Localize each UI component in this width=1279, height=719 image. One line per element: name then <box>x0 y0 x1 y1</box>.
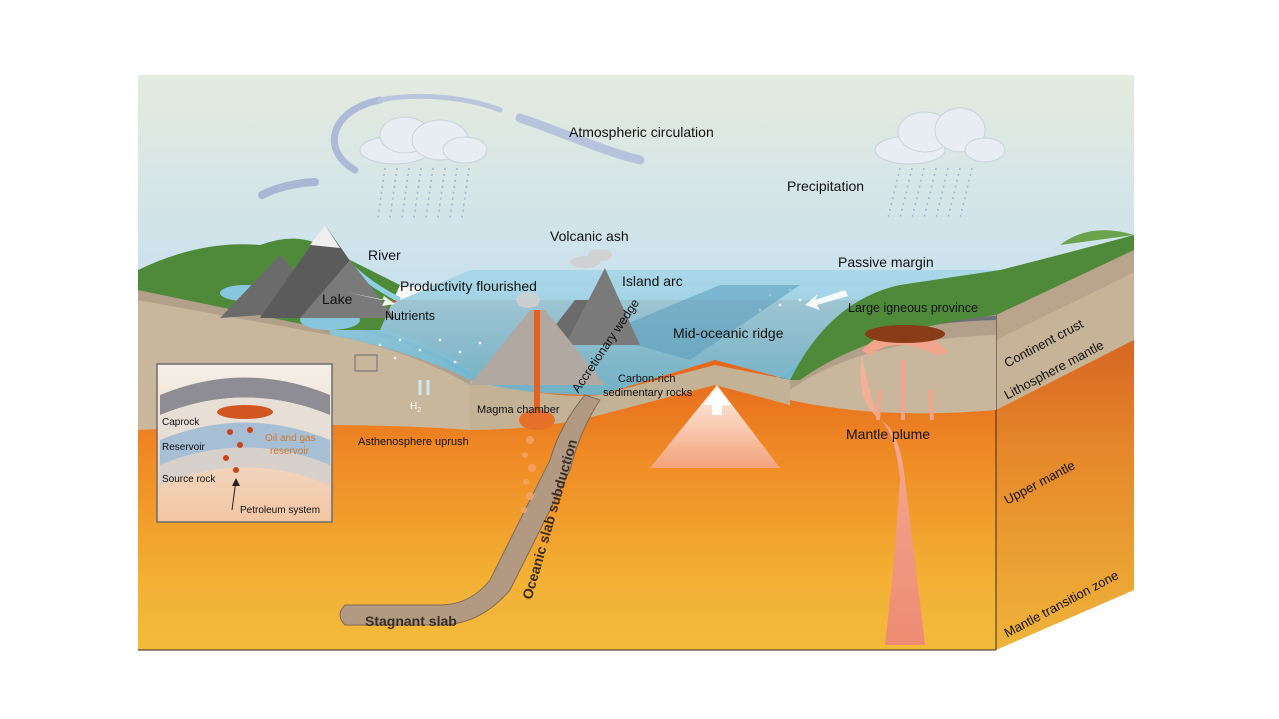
ocean-floor-plate <box>600 285 800 360</box>
label-nutrients: Nutrients <box>385 309 436 323</box>
inset-label-reservoir: Reservoir <box>162 442 205 453</box>
side-litho <box>996 272 1134 410</box>
label-river: River <box>368 247 401 263</box>
label-mid-oceanic-ridge: Mid-oceanic ridge <box>673 325 784 341</box>
cloud-left-icon <box>359 116 488 165</box>
label-sedimentary-rocks: sedimentary rocks <box>603 387 693 399</box>
migration-arrows <box>223 427 253 473</box>
cloud-right-icon <box>874 107 1006 165</box>
inset-label-source-rock: Source rock <box>162 474 216 485</box>
ridge-upwelling-arrow <box>650 385 780 468</box>
mountains <box>220 225 395 318</box>
volcanic-ash-plumes <box>516 249 612 308</box>
label-h2: H2 <box>410 401 422 415</box>
inset-label-petroleum-system: Petroleum system <box>240 505 321 516</box>
rain-right-icon <box>887 167 973 219</box>
label-magma-chamber: Magma chamber <box>477 404 560 416</box>
label-volcanic-ash: Volcanic ash <box>550 228 629 244</box>
mantle-plume <box>860 355 925 645</box>
inset-label-caprock: Caprock <box>162 417 200 428</box>
plume-branches <box>876 360 934 421</box>
label-asthenosphere-uprush: Asthenosphere uprush <box>358 436 469 448</box>
oil-gas-trap <box>217 405 273 419</box>
label-lake: Lake <box>322 291 353 307</box>
label-stagnant-slab: Stagnant slab <box>365 613 457 629</box>
magma-chamber <box>519 410 555 430</box>
subducting-slab <box>339 394 601 626</box>
rain-left-icon <box>377 167 470 219</box>
melt-droplets <box>521 436 536 513</box>
mantle-transition-band <box>138 588 996 650</box>
atmospheric-circulation-arrows <box>258 93 645 199</box>
passive-margin-arrow <box>805 290 848 310</box>
h2-arrows <box>418 380 430 395</box>
large-igneous-province <box>865 325 945 343</box>
label-atmospheric-circulation: Atmospheric circulation <box>569 124 714 140</box>
label-precipitation: Precipitation <box>787 178 865 194</box>
inset-source-marker <box>354 354 378 372</box>
label-productivity-flourished: Productivity flourished <box>400 278 537 294</box>
label-passive-margin: Passive margin <box>838 254 934 270</box>
inset-label-oil-gas-1: Oil and gas <box>265 433 316 444</box>
label-island-arc: Island arc <box>622 273 683 289</box>
right-land <box>790 235 1134 380</box>
label-large-igneous-province: Large igneous province <box>848 301 978 315</box>
label-mantle-plume: Mantle plume <box>846 426 931 442</box>
label-carbon-rich: Carbon-rich <box>618 373 676 385</box>
nutrient-arrow <box>345 292 395 306</box>
inset-label-oil-gas-2: reservoir <box>270 446 309 457</box>
